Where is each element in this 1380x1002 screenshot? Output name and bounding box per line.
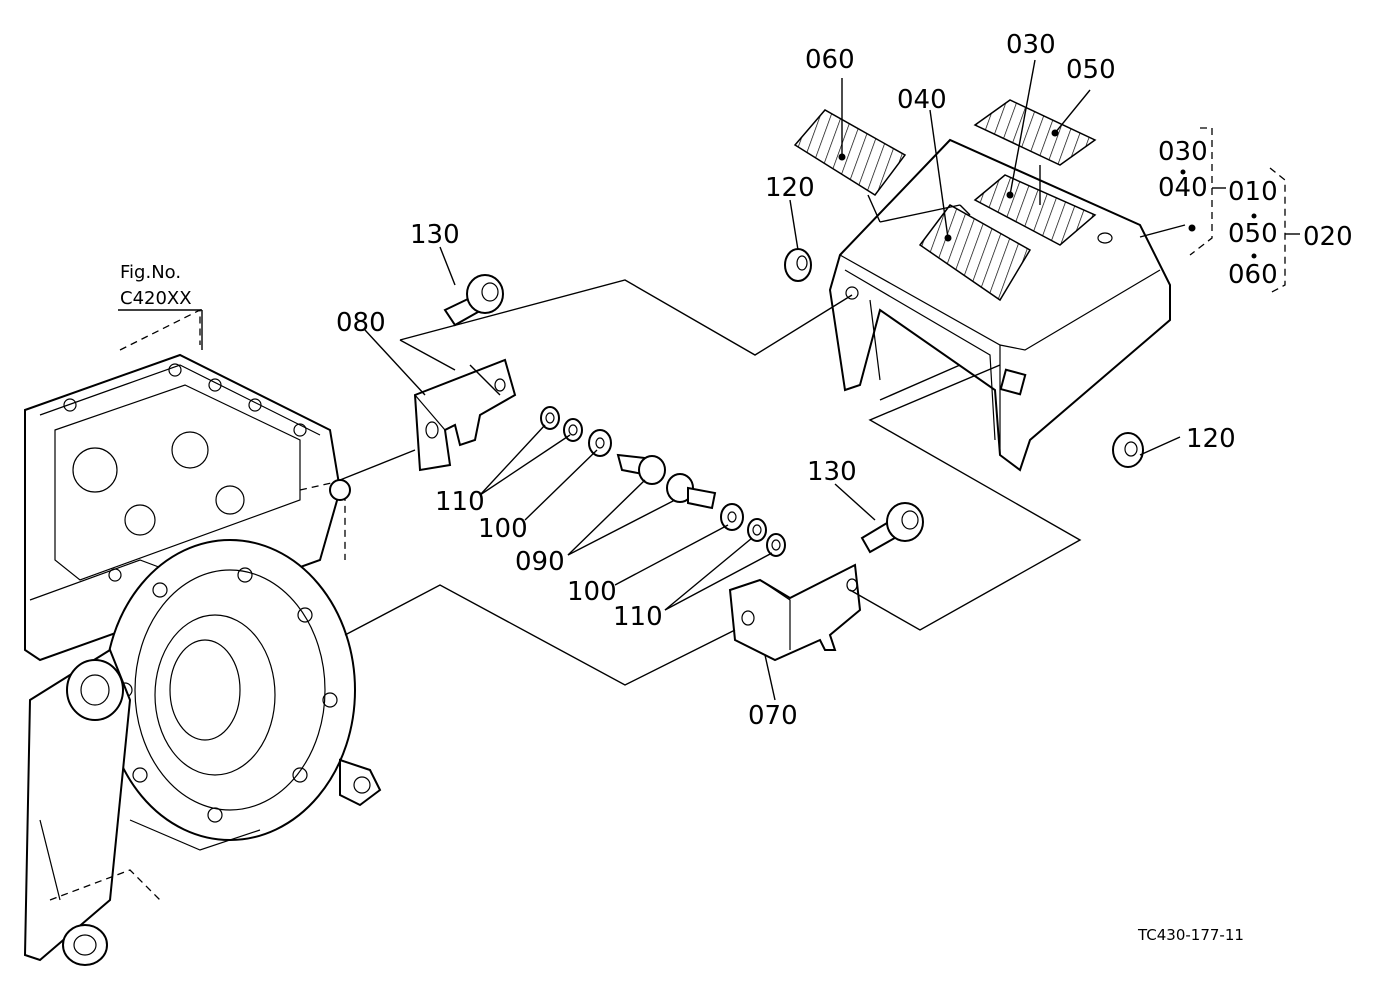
bolt-130-left: [443, 274, 504, 327]
cover-stud: [999, 368, 1027, 396]
tree-060: 060: [1228, 260, 1278, 290]
nut-120-right: [1112, 432, 1144, 468]
callout-030-top: 030: [1006, 30, 1056, 60]
callout-130-left: 130: [410, 220, 460, 250]
cover-assembly: [828, 138, 1171, 472]
bracket-080: [413, 358, 517, 472]
tree-040: 040: [1158, 173, 1208, 203]
callout-120-right: 120: [1186, 424, 1236, 454]
washer-100b: [720, 503, 744, 531]
callout-110-right: 110: [613, 602, 663, 632]
leader-lines: [339, 59, 1186, 701]
callout-060-top: 060: [805, 45, 855, 75]
tree-020: 020: [1303, 222, 1353, 252]
fig-label: Fig.No.: [120, 262, 181, 283]
reference-code: TC430-177-11: [1137, 926, 1244, 944]
label-050-part: [973, 99, 1097, 166]
callout-050-top: 050: [1066, 55, 1116, 85]
washer-100a: [588, 429, 612, 457]
callout-070: 070: [748, 701, 798, 731]
label-040-patch: [918, 204, 1032, 302]
label-060-part: [793, 109, 907, 197]
washer-110c: [747, 518, 767, 542]
callout-090: 090: [515, 547, 565, 577]
callout-080: 080: [336, 308, 386, 338]
callout-100-left: 100: [478, 514, 528, 544]
assembly-tree: 030 040 010 050 060 020: [1158, 127, 1353, 294]
nut-120-left: [784, 248, 812, 282]
callout-040-top: 040: [897, 85, 947, 115]
washer-110d: [766, 533, 786, 557]
callout-130-right: 130: [807, 457, 857, 487]
washer-110a: [540, 406, 560, 430]
label-030-patch: [973, 174, 1097, 246]
callout-120-left: 120: [765, 173, 815, 203]
bracket-070: [728, 563, 862, 662]
bolt-130-right: [860, 502, 924, 554]
callout-110-left: 110: [435, 487, 485, 517]
callout-100-right: 100: [567, 577, 617, 607]
tree-010: 010: [1228, 177, 1278, 207]
bolt-090a: [616, 453, 666, 485]
tree-050: 050: [1228, 219, 1278, 249]
tree-030: 030: [1158, 137, 1208, 167]
transmission-case: [23, 308, 382, 966]
bolt-090b: [666, 473, 717, 510]
fig-code: C420XX: [120, 288, 192, 309]
